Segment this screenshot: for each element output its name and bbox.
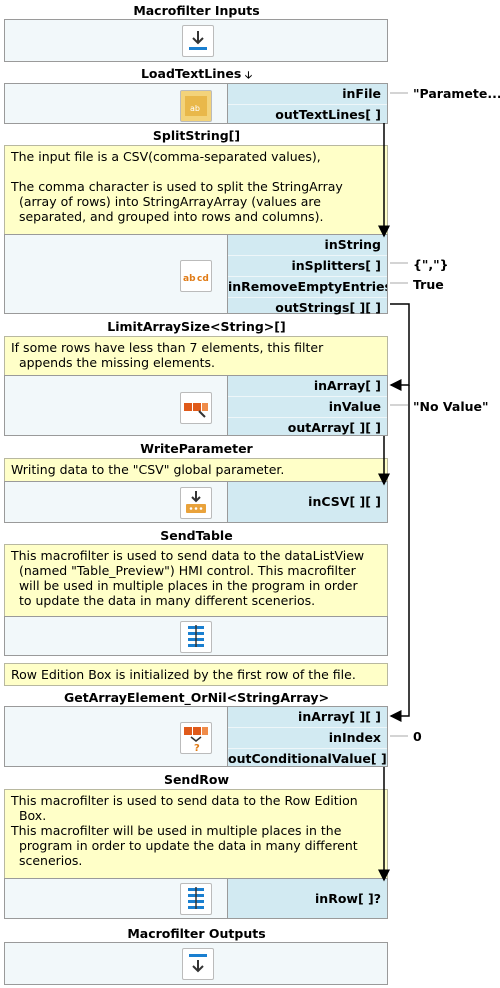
svg-text:ab: ab bbox=[183, 274, 196, 284]
port-out-strings[interactable]: outStrings[ ][ ] bbox=[275, 300, 381, 315]
load-text-lines-title: LoadTextLines 🡣 bbox=[140, 66, 253, 81]
row-edition-comment: Row Edition Box is initialized by the fi… bbox=[4, 663, 388, 686]
in-value-value[interactable]: "No Value" bbox=[413, 399, 489, 414]
send-row-comment: This macrofilter is used to send data to… bbox=[4, 789, 388, 879]
load-text-lines-block[interactable]: ab inFile outTextLines[ ] bbox=[4, 83, 388, 124]
write-parameter-title: WriteParameter bbox=[140, 441, 253, 456]
port-in-array[interactable]: inArray[ ] bbox=[228, 376, 387, 397]
send-table-title: SendTable bbox=[160, 528, 233, 543]
port-in-index[interactable]: inIndex bbox=[228, 728, 387, 749]
wire-strings-to-get-element bbox=[389, 385, 410, 722]
write-parameter-icon bbox=[180, 487, 212, 519]
send-row-icon bbox=[180, 883, 212, 915]
get-array-element-title: GetArrayElement_OrNil<StringArray> bbox=[63, 690, 330, 705]
svg-text:?: ? bbox=[194, 743, 200, 753]
in-file-value[interactable]: "Paramete... bbox=[413, 86, 500, 101]
limit-array-icon bbox=[180, 392, 212, 424]
limit-array-size-title: LimitArraySize<String>[] bbox=[107, 319, 286, 334]
port-in-value[interactable]: inValue bbox=[228, 397, 387, 418]
send-table-block[interactable] bbox=[4, 616, 388, 656]
port-out-text-lines[interactable]: outTextLines[ ] bbox=[275, 107, 381, 122]
port-out-conditional-value[interactable]: outConditionalValue[ ]? bbox=[228, 751, 387, 766]
send-table-icon bbox=[180, 621, 212, 653]
output-arrow-icon bbox=[182, 948, 214, 980]
text-file-icon: ab bbox=[180, 90, 212, 122]
in-index-value[interactable]: 0 bbox=[413, 729, 422, 744]
wire-strings-to-limit-array bbox=[389, 303, 410, 391]
split-string-title: SplitString[] bbox=[152, 128, 241, 143]
download-icon: 🡣 bbox=[241, 70, 253, 81]
get-array-element-icon: ? bbox=[180, 722, 212, 754]
send-row-block[interactable]: inRow[ ]? bbox=[4, 878, 388, 919]
macrofilter-outputs-title: Macrofilter Outputs bbox=[127, 926, 266, 941]
macrofilter-outputs-block[interactable] bbox=[4, 942, 388, 985]
input-arrow-icon bbox=[182, 25, 214, 57]
svg-text:cd: cd bbox=[197, 274, 209, 284]
port-in-string[interactable]: inString bbox=[228, 235, 387, 256]
in-remove-empty-entries-value[interactable]: True bbox=[413, 277, 444, 292]
macrofilter-inputs-title: Macrofilter Inputs bbox=[133, 3, 260, 18]
port-out-array[interactable]: outArray[ ][ ] bbox=[287, 420, 381, 435]
limit-array-size-block[interactable]: inArray[ ] inValue outArray[ ][ ] bbox=[4, 375, 388, 436]
limit-array-size-comment: If some rows have less than 7 elements, … bbox=[4, 336, 388, 376]
send-table-comment: This macrofilter is used to send data to… bbox=[4, 544, 388, 617]
split-string-comment: The input file is a CSV(comma-separated … bbox=[4, 145, 388, 235]
svg-text:ab: ab bbox=[190, 104, 200, 113]
get-array-element-block[interactable]: ? inArray[ ][ ] inIndex outConditionalVa… bbox=[4, 706, 388, 767]
write-parameter-block[interactable]: inCSV[ ][ ] bbox=[4, 481, 388, 523]
port-in-file[interactable]: inFile bbox=[228, 84, 387, 105]
port-in-splitters[interactable]: inSplitters[ ] bbox=[228, 256, 387, 277]
port-in-row[interactable]: inRow[ ]? bbox=[315, 890, 381, 906]
port-in-csv[interactable]: inCSV[ ][ ] bbox=[308, 494, 381, 509]
send-row-title: SendRow bbox=[163, 772, 230, 787]
in-splitters-value[interactable]: {","} bbox=[413, 257, 449, 272]
port-in-array-array[interactable]: inArray[ ][ ] bbox=[228, 707, 387, 728]
macrofilter-inputs-block[interactable] bbox=[4, 19, 388, 62]
port-in-remove-empty-entries[interactable]: inRemoveEmptyEntries bbox=[228, 277, 387, 298]
